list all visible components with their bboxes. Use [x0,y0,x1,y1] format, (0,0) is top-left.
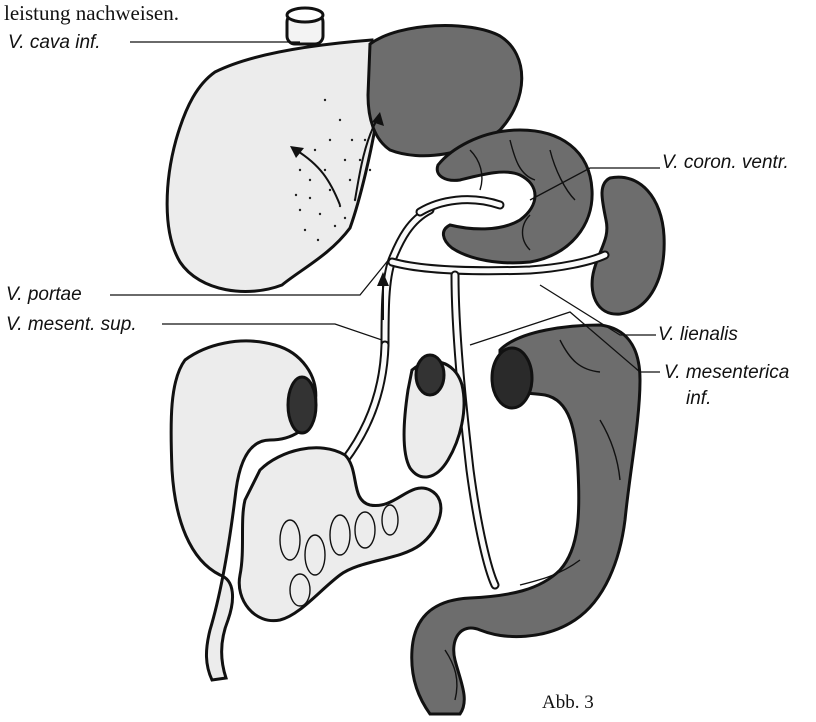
header-text: leistung nachweisen. [4,1,179,25]
colon-end-left [288,377,316,433]
label-v-lienalis: V. lienalis [658,324,738,345]
label-v-mesenterica: V. mesenterica [664,362,789,383]
figure-caption: Abb. 3 [542,692,594,713]
label-v-mesent-sup: V. mesent. sup. [6,314,137,335]
label-v-cava-inf: V. cava inf. [8,32,101,53]
small-intestine [239,448,441,621]
spleen [592,177,664,314]
vena-cava-stub [287,8,323,44]
liver-left [167,40,378,291]
label-v-coron-ventr: V. coron. ventr. [662,152,789,173]
jejunum-opening [416,355,444,395]
label-v-portae: V. portae [6,284,82,305]
label-v-mesenterica-inf: inf. [686,388,711,409]
colon-end-right [492,348,532,408]
leader-v-mesent-sup [162,324,382,340]
